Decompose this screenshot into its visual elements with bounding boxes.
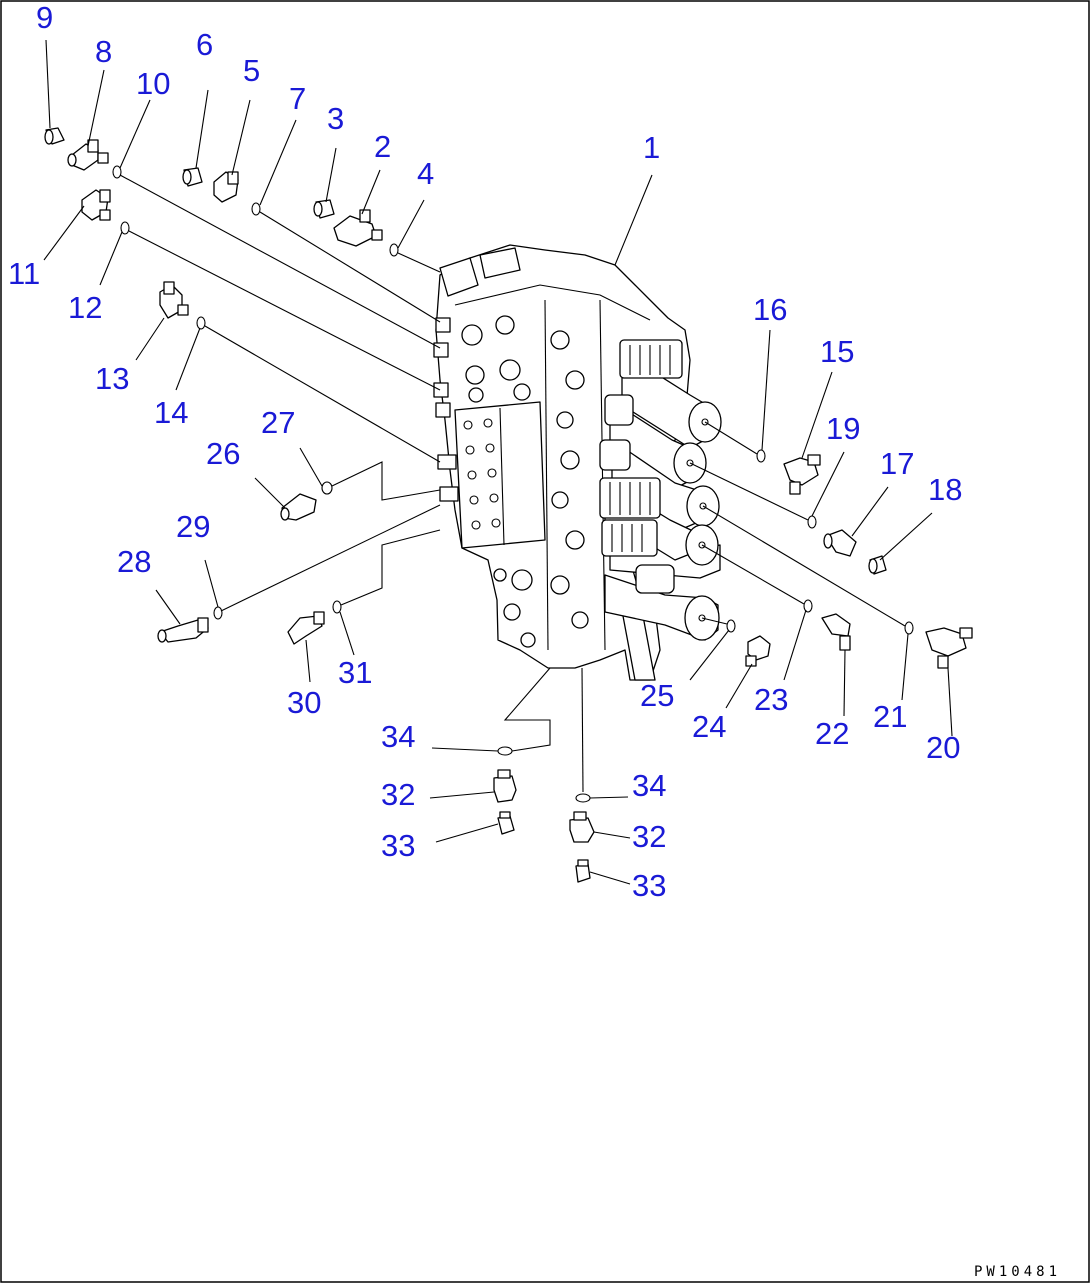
assembly-lines [119,174,906,793]
callout-33-right: 33 [632,868,666,903]
callout-16: 16 [753,292,787,327]
o-ring-16 [756,449,766,463]
plug-18 [868,555,887,575]
elbow-fitting-11 [81,189,111,221]
callout-18: 18 [928,472,962,507]
callout-3: 3 [327,101,344,136]
solenoid-valve-stack [599,339,722,641]
callout-23: 23 [754,682,788,717]
drawing-code: PW10481 [974,1264,1061,1280]
callout-28: 28 [117,544,151,579]
o-ring-7 [251,202,261,216]
callout-12: 12 [68,290,102,325]
callout-10: 10 [136,66,170,101]
o-ring-21 [904,621,914,635]
cap-33-right [575,859,591,883]
elbow-fitting-5 [213,171,239,203]
o-ring-4 [389,243,399,257]
tee-fitting-15 [783,454,821,495]
callout-14: 14 [154,395,188,430]
plug-9 [44,127,65,145]
callout-13: 13 [95,361,129,396]
callout-33-left: 33 [381,828,415,863]
callout-29: 29 [176,509,210,544]
cap-33-left [497,811,515,835]
callout-11: 11 [8,256,40,291]
straight-fitting-26 [280,493,317,521]
elbow-fitting-22 [821,613,851,651]
callout-4: 4 [417,156,434,191]
o-ring-10 [112,165,122,179]
callout-30: 30 [287,685,321,720]
callout-22: 22 [815,716,849,751]
elbow-fitting-13 [159,281,189,319]
callout-32-right: 32 [632,819,666,854]
callout-2: 2 [374,129,391,164]
o-ring-31 [332,600,342,614]
callout-25: 25 [640,678,674,713]
fitting-32-right [569,811,595,843]
o-ring-25 [726,619,736,633]
tee-fitting-2 [333,209,383,247]
o-ring-27 [321,481,333,495]
callout-8: 8 [95,34,112,69]
o-ring-34-right [575,793,591,803]
callout-26: 26 [206,436,240,471]
elbow-fitting-8 [67,139,109,171]
callout-7: 7 [289,81,306,116]
callout-labels: 1 2 3 4 5 6 7 8 9 10 11 12 13 14 15 16 1… [8,0,962,903]
callout-24: 24 [692,709,726,744]
o-ring-34-left [497,746,513,756]
tee-fitting-20 [925,627,973,669]
callout-20: 20 [926,730,960,765]
elbow-fitting-30 [287,611,325,645]
callout-34-right: 34 [632,768,666,803]
callout-5: 5 [243,53,260,88]
plug-3 [313,199,335,219]
elbow-fitting-17 [823,529,857,557]
o-ring-19 [807,515,817,529]
o-ring-14 [196,316,206,330]
o-ring-29 [213,606,223,620]
plug-6 [182,167,203,187]
callout-17: 17 [880,446,914,481]
o-ring-23 [803,599,813,613]
elbow-fitting-28 [157,617,209,643]
callout-32-left: 32 [381,777,415,812]
callout-leaders [43,39,953,885]
callout-34-left: 34 [381,719,415,754]
o-ring-12 [120,221,130,235]
fitting-32-left [493,769,517,803]
callout-6: 6 [196,27,213,62]
tee-fitting-24 [745,635,771,667]
callout-31: 31 [338,655,372,690]
callout-15: 15 [820,334,854,369]
callout-27: 27 [261,405,295,440]
callout-21: 21 [873,699,907,734]
callout-19: 19 [826,411,860,446]
callout-1: 1 [643,130,660,165]
callout-9: 9 [36,0,53,35]
